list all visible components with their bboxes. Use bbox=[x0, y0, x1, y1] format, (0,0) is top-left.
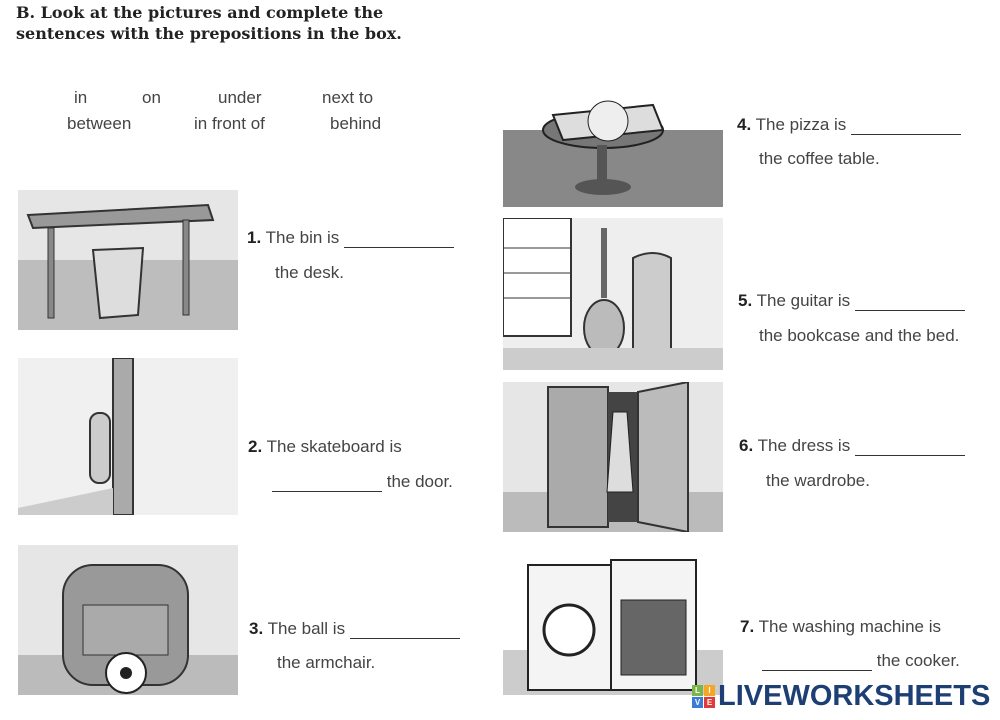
sentence-end: the bookcase and the bed. bbox=[759, 326, 960, 345]
word: under bbox=[218, 88, 262, 107]
logo-tile: V bbox=[692, 697, 703, 708]
word: in front of bbox=[194, 114, 265, 133]
sentence-text: The washing machine is bbox=[758, 617, 941, 636]
wardrobe-dress-picture bbox=[503, 382, 723, 532]
exercise-7-line2: the cooker. bbox=[762, 651, 960, 671]
sentence-text: The dress is bbox=[757, 436, 851, 455]
logo-text: LIVEWORKSHEETS bbox=[718, 680, 991, 712]
logo-tile: E bbox=[704, 697, 715, 708]
sentence-end: the armchair. bbox=[277, 653, 376, 672]
sentence-end: the wardrobe. bbox=[766, 471, 870, 490]
sentence-text: The guitar is bbox=[756, 291, 851, 310]
exercise-2: 2. The skateboard is bbox=[248, 437, 402, 457]
pizza-table-picture bbox=[503, 55, 723, 207]
word: next to bbox=[322, 88, 374, 107]
exercise-number: 3. bbox=[249, 619, 264, 638]
sentence-text: The skateboard is bbox=[266, 437, 402, 456]
logo-tile: I bbox=[704, 685, 715, 696]
exercise-number: 5. bbox=[738, 291, 753, 310]
word: between bbox=[67, 114, 132, 133]
washing-machine-cooker-picture bbox=[503, 555, 723, 695]
logo-tiles-icon: L I V E bbox=[692, 685, 715, 708]
exercise-number: 7. bbox=[740, 617, 755, 636]
exercise-number: 2. bbox=[248, 437, 263, 456]
exercise-3: 3. The ball is bbox=[249, 619, 460, 639]
answer-input-2[interactable] bbox=[272, 474, 382, 492]
sentence-text: The pizza is bbox=[755, 115, 847, 134]
instructions: B. Look at the pictures and complete the… bbox=[16, 3, 402, 43]
word: on bbox=[142, 88, 161, 107]
exercise-5: 5. The guitar is bbox=[738, 291, 965, 311]
answer-input-6[interactable] bbox=[854, 438, 965, 456]
word: in bbox=[74, 88, 88, 107]
sentence-end: the door. bbox=[386, 472, 453, 491]
exercise-1: 1. The bin is bbox=[247, 228, 455, 248]
answer-input-7[interactable] bbox=[762, 653, 872, 671]
exercise-4: 4. The pizza is bbox=[737, 115, 962, 135]
sentence-text: The bin is bbox=[265, 228, 340, 247]
exercise-number: 1. bbox=[247, 228, 262, 247]
answer-input-1[interactable] bbox=[344, 230, 455, 248]
armchair-ball-picture bbox=[18, 545, 238, 695]
guitar-bookcase-picture bbox=[503, 218, 723, 370]
answer-input-4[interactable] bbox=[851, 117, 962, 135]
sentence-end: the coffee table. bbox=[759, 149, 880, 168]
sentence-text: The ball is bbox=[267, 619, 346, 638]
exercise-2-line2: the door. bbox=[272, 472, 453, 492]
exercise-6: 6. The dress is bbox=[739, 436, 965, 456]
logo-tile: L bbox=[692, 685, 703, 696]
exercise-7: 7. The washing machine is bbox=[740, 617, 941, 637]
exercise-number: 4. bbox=[737, 115, 752, 134]
liveworksheets-logo: L I V E LIVEWORKSHEETS bbox=[692, 680, 990, 713]
answer-input-5[interactable] bbox=[854, 293, 965, 311]
sentence-end: the desk. bbox=[275, 263, 344, 282]
answer-input-3[interactable] bbox=[349, 621, 460, 639]
door-skateboard-picture bbox=[18, 358, 238, 515]
exercise-number: 6. bbox=[739, 436, 754, 455]
sentence-end: the cooker. bbox=[876, 651, 960, 670]
desk-bin-picture bbox=[18, 190, 238, 330]
word: behind bbox=[330, 114, 382, 133]
